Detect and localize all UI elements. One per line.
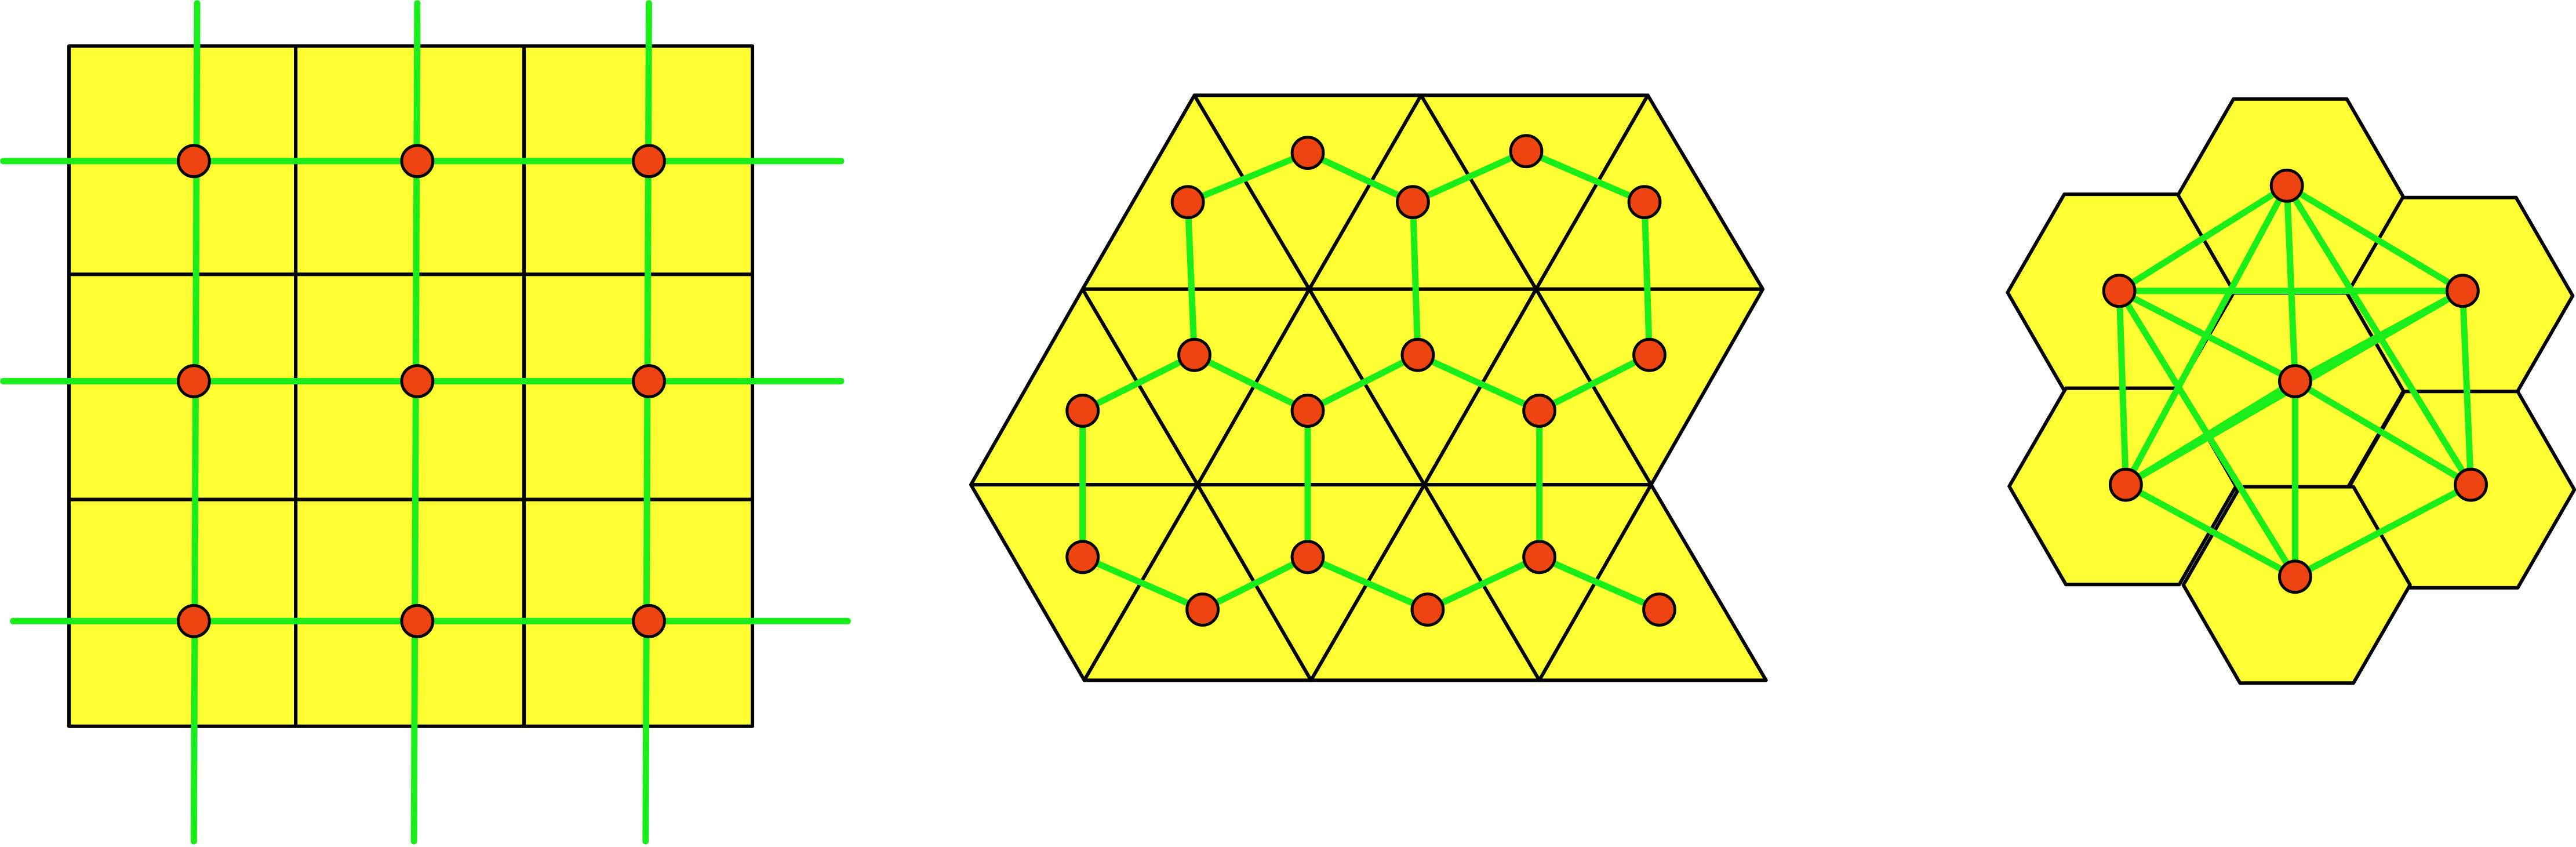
lattice-node: [1627, 185, 1662, 220]
lattice-node: [1522, 540, 1557, 575]
hexagonal-lattice-panel: [2006, 97, 2576, 685]
triangle-edge: [1523, 148, 1648, 206]
lattice-node: [1177, 337, 1211, 372]
triangle-edge: [1536, 554, 1662, 613]
triangle-edge: [1079, 554, 1206, 613]
triangle-edge: [1079, 351, 1198, 414]
hexagon-chord-edge: [2122, 182, 2290, 488]
square-vertical-edge: [190, 0, 201, 845]
hexagon-spoke-edge: [2291, 378, 2475, 488]
triangle-edge: [1199, 554, 1311, 613]
lattice-node: [400, 604, 435, 638]
lattice-node: [177, 604, 211, 638]
lattice-node: [177, 364, 211, 398]
triangle-edge: [1641, 199, 1653, 358]
square-vertical-edge: [410, 0, 421, 845]
lattice-node: [177, 144, 211, 179]
triangle-nodes: [1065, 134, 1676, 627]
triangle-edge: [1409, 199, 1421, 358]
hexagon-chord-edge: [2291, 481, 2475, 580]
hexagon-edges: [2116, 182, 2475, 580]
lattice-node: [1065, 540, 1100, 575]
square-vertical-edge: [642, 0, 652, 845]
hexagon-ring-edge: [2122, 481, 2298, 580]
lattice-node: [632, 144, 666, 179]
lattice-node: [632, 604, 666, 638]
triangle-edges: [1079, 148, 1662, 613]
lattice-node: [2446, 274, 2480, 308]
triangle-edge: [1414, 351, 1543, 414]
hexagon-ring-edge: [2116, 288, 2129, 488]
lattice-node: [1642, 592, 1676, 627]
lattice-node: [1170, 185, 1205, 220]
triangle-edge: [1304, 351, 1421, 414]
lattice-node: [1290, 136, 1325, 170]
lattice-node: [1185, 592, 1220, 627]
lattice-node: [632, 364, 666, 398]
triangle-edge: [1409, 148, 1530, 206]
lattice-node: [1290, 540, 1325, 575]
square-nodes: [177, 144, 666, 638]
lattice-node: [1396, 185, 1430, 220]
triangular-lattice-panel: [969, 93, 1768, 682]
triangle-edge: [1184, 150, 1311, 206]
hexagon-spoke-edge: [2283, 182, 2298, 384]
lattice-node: [2109, 467, 2143, 502]
triangle-edge: [1304, 554, 1431, 613]
lattice-node: [1522, 394, 1557, 428]
lattice-node: [1410, 592, 1445, 627]
triangle-edge: [1424, 554, 1543, 613]
lattice-node: [1509, 134, 1544, 169]
lattice-node: [2278, 364, 2312, 398]
lattice-node: [2269, 168, 2304, 203]
lattice-node: [2454, 467, 2488, 502]
hexagon-chord-edge: [2116, 288, 2298, 580]
lattice-node: [400, 364, 435, 398]
lattice-node: [2102, 274, 2137, 308]
lattice-node: [1290, 394, 1325, 428]
triangle-edge: [1304, 150, 1416, 206]
lattice-node: [2278, 559, 2312, 594]
hexagon-ring-edge: [2116, 182, 2290, 295]
lattice-node: [1400, 337, 1435, 372]
square-lattice-panel: [0, 0, 851, 845]
triangle-edge: [1184, 199, 1198, 358]
lattice-node: [1065, 394, 1100, 428]
lattice-node: [400, 144, 435, 179]
lattice-node: [1632, 337, 1667, 372]
hexagon-nodes: [2102, 168, 2488, 594]
triangle-edge: [1191, 351, 1311, 414]
hexagon-ring-edge: [2283, 182, 2466, 295]
triangle-edge: [1536, 351, 1653, 414]
hexagon-chord-edge: [2283, 182, 2475, 488]
hexagon-ring-edge: [2459, 288, 2475, 488]
